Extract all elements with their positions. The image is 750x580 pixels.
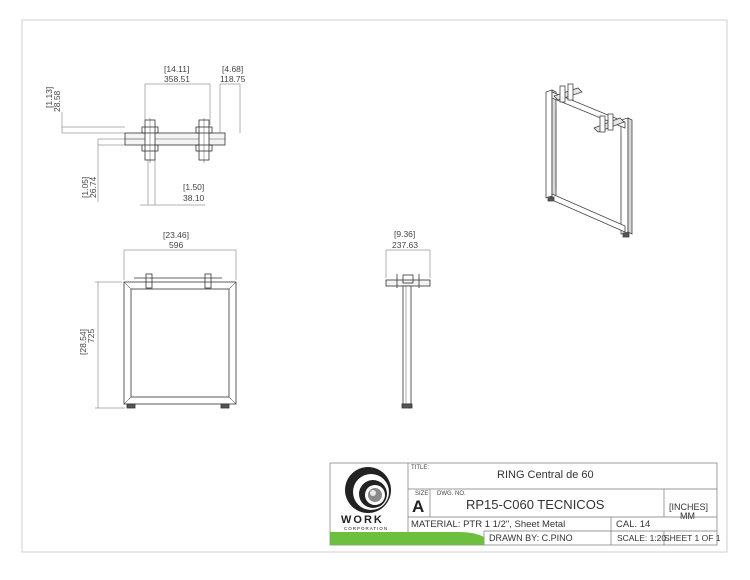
- scale: SCALE: 1:20: [617, 533, 667, 543]
- front-height-mm: 725: [86, 329, 96, 343]
- material: MATERIAL: PTR 1 1/2", Sheet Metal: [411, 519, 566, 530]
- units-inches: [INCHES]: [669, 502, 709, 512]
- side-width-inches: [9.36]: [394, 229, 415, 239]
- top-right-inches: [4.68]: [222, 64, 243, 74]
- work-logo-icon: [345, 467, 391, 513]
- size-label: SIZE: [415, 491, 429, 497]
- front-view-dimension-lines: [95, 249, 237, 409]
- drawing-title: RING Central de 60: [497, 469, 594, 481]
- accent-band: [330, 532, 484, 545]
- sheet-number: SHEET 1 OF 1: [664, 533, 721, 543]
- top-height-inches: [1.13]: [44, 87, 54, 108]
- logo-text: WORK: [341, 514, 384, 526]
- top-height-mm: 28.58: [52, 90, 62, 112]
- title-label: TITLE:: [411, 465, 430, 471]
- top-right-mm: 118.75: [220, 74, 246, 84]
- side-view-dimension-lines: [385, 249, 431, 278]
- front-width-mm: 596: [169, 240, 183, 250]
- top-view: [124, 118, 226, 163]
- top-width-inches: [14.11]: [164, 64, 189, 74]
- top-width-mm: 358.51: [164, 74, 190, 84]
- top-depth-inches: [1.05]: [80, 177, 90, 198]
- top-view-dimension-lines: [61, 83, 241, 206]
- top-bottom-mm: 38.10: [183, 193, 205, 203]
- sheet-size: A: [412, 497, 425, 516]
- front-height-inches: [28.54]: [78, 329, 88, 355]
- side-width-mm: 237.63: [392, 240, 418, 250]
- cal: CAL. 14: [616, 519, 651, 530]
- dwg-no-label: DWG. NO.: [437, 491, 466, 497]
- sheet-border: [21, 19, 728, 553]
- isometric-view: [545, 83, 633, 238]
- top-depth-mm: 26.74: [88, 176, 98, 198]
- units-mm: MM: [680, 511, 695, 521]
- drawn-by: DRAWN BY: C.PINO: [489, 533, 573, 543]
- front-view: [123, 273, 237, 409]
- logo-subtext: CORPORATION: [344, 526, 389, 531]
- front-width-inches: [23.46]: [163, 230, 189, 240]
- title-block-frame: [329, 462, 718, 546]
- top-bottom-inches: [1.50]: [183, 182, 204, 192]
- drawing-number: RP15-C060 TECNICOS: [466, 497, 605, 512]
- side-view: [385, 274, 431, 409]
